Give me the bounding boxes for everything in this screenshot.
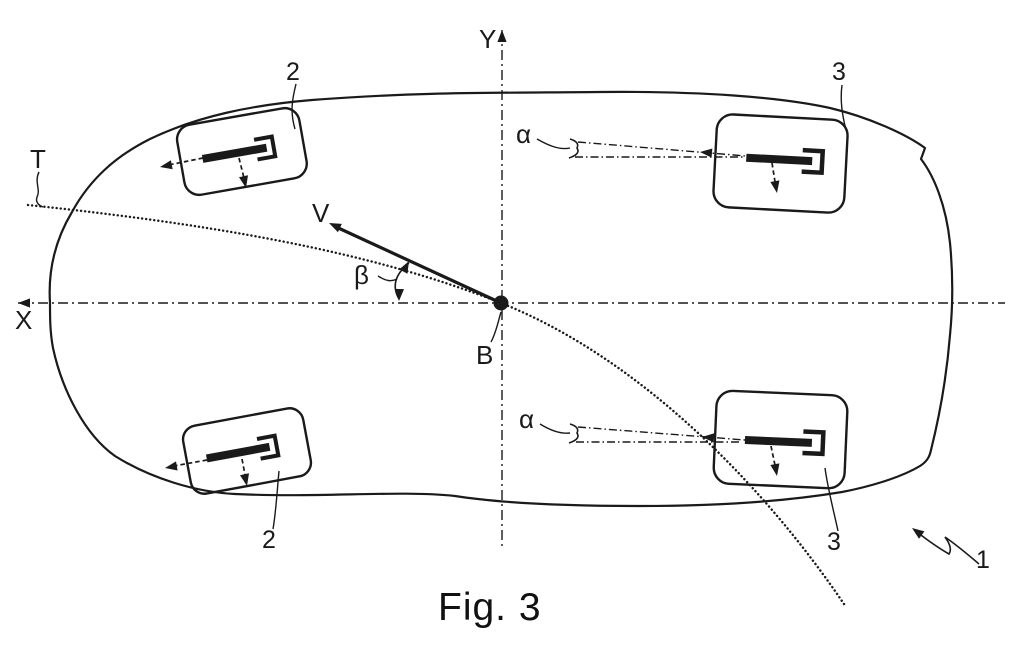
- y-axis-label: Y: [479, 24, 497, 54]
- rear-left-wheel-vectors: [164, 458, 252, 487]
- figure-caption: Fig. 3: [438, 586, 542, 629]
- slip-angle-rear-tick: [568, 423, 579, 444]
- front-left-bracket: [253, 134, 278, 162]
- rear-left-lateral-arrowhead: [164, 461, 178, 473]
- front-right-force-bar: [746, 153, 813, 166]
- front-right-wheel: [712, 113, 849, 214]
- b-point-label: B: [476, 340, 494, 370]
- rear-left-label-leader: [272, 470, 280, 530]
- rear-right-label-leader: [824, 467, 839, 532]
- trajectory-curve: [26, 203, 848, 609]
- front-right-wheel-vectors: [699, 147, 782, 194]
- rear-right-force-bar: [744, 435, 813, 447]
- alpha-front-label: α: [516, 119, 532, 149]
- rear-right-wheel-vectors: [701, 432, 782, 477]
- trajectory-label: T: [30, 144, 46, 174]
- x-axis-label: X: [15, 305, 33, 335]
- car-body-outline: [48, 90, 954, 508]
- rear-right-down-arrowhead: [770, 463, 782, 477]
- rear-left-tire-outline: [181, 407, 313, 495]
- rear-right-bracket: [802, 429, 826, 457]
- beta-label: β: [354, 260, 369, 290]
- front-right-down-arrowhead: [770, 180, 782, 194]
- b-label-leader: [490, 311, 502, 343]
- front-left-wheel: [175, 106, 308, 197]
- beta-arc-lower-arrowhead: [394, 288, 405, 302]
- sideslip-angle-arc: [377, 258, 414, 302]
- beta-label-leader: [377, 275, 398, 282]
- rear-left-force-bar: [205, 442, 271, 463]
- rear-right-wheel-label: 3: [827, 528, 841, 556]
- vehicle-label: 1: [976, 546, 990, 574]
- rear-left-wheel: [181, 407, 313, 495]
- rear-right-wheel: [712, 389, 849, 490]
- rear-left-wheel-label: 2: [262, 526, 276, 554]
- vehicle-reference-arrow: [909, 524, 980, 565]
- alpha-rear-label: α: [519, 404, 535, 434]
- velocity-label: V: [312, 198, 330, 228]
- front-left-force-bar: [201, 143, 268, 163]
- slip-angle-front-tick: [568, 138, 579, 159]
- slip-angle-front: [536, 138, 747, 159]
- y-axis: [497, 30, 507, 546]
- slip-angle-front-leader: [536, 138, 571, 150]
- front-right-bracket: [801, 147, 826, 176]
- y-axis-arrowhead: [497, 30, 507, 42]
- front-right-tire-outline: [712, 113, 849, 214]
- trajectory-label-leader: [35, 171, 44, 208]
- front-left-lateral-arrowhead: [159, 160, 173, 172]
- front-left-wheel-vectors: [159, 157, 251, 189]
- front-right-label-leader: [840, 84, 847, 131]
- rear-right-tire-outline: [712, 389, 849, 490]
- slip-angle-rear: [539, 423, 746, 444]
- front-left-wheel-label: 2: [286, 58, 300, 86]
- slip-angle-rear-leader: [539, 423, 571, 434]
- rear-left-bracket: [256, 433, 281, 461]
- front-left-label-leader: [291, 83, 297, 130]
- reference-point-b: [493, 295, 509, 311]
- front-right-wheel-label: 3: [832, 58, 846, 86]
- velocity-vector: [327, 218, 502, 305]
- x-axis: [18, 298, 1005, 308]
